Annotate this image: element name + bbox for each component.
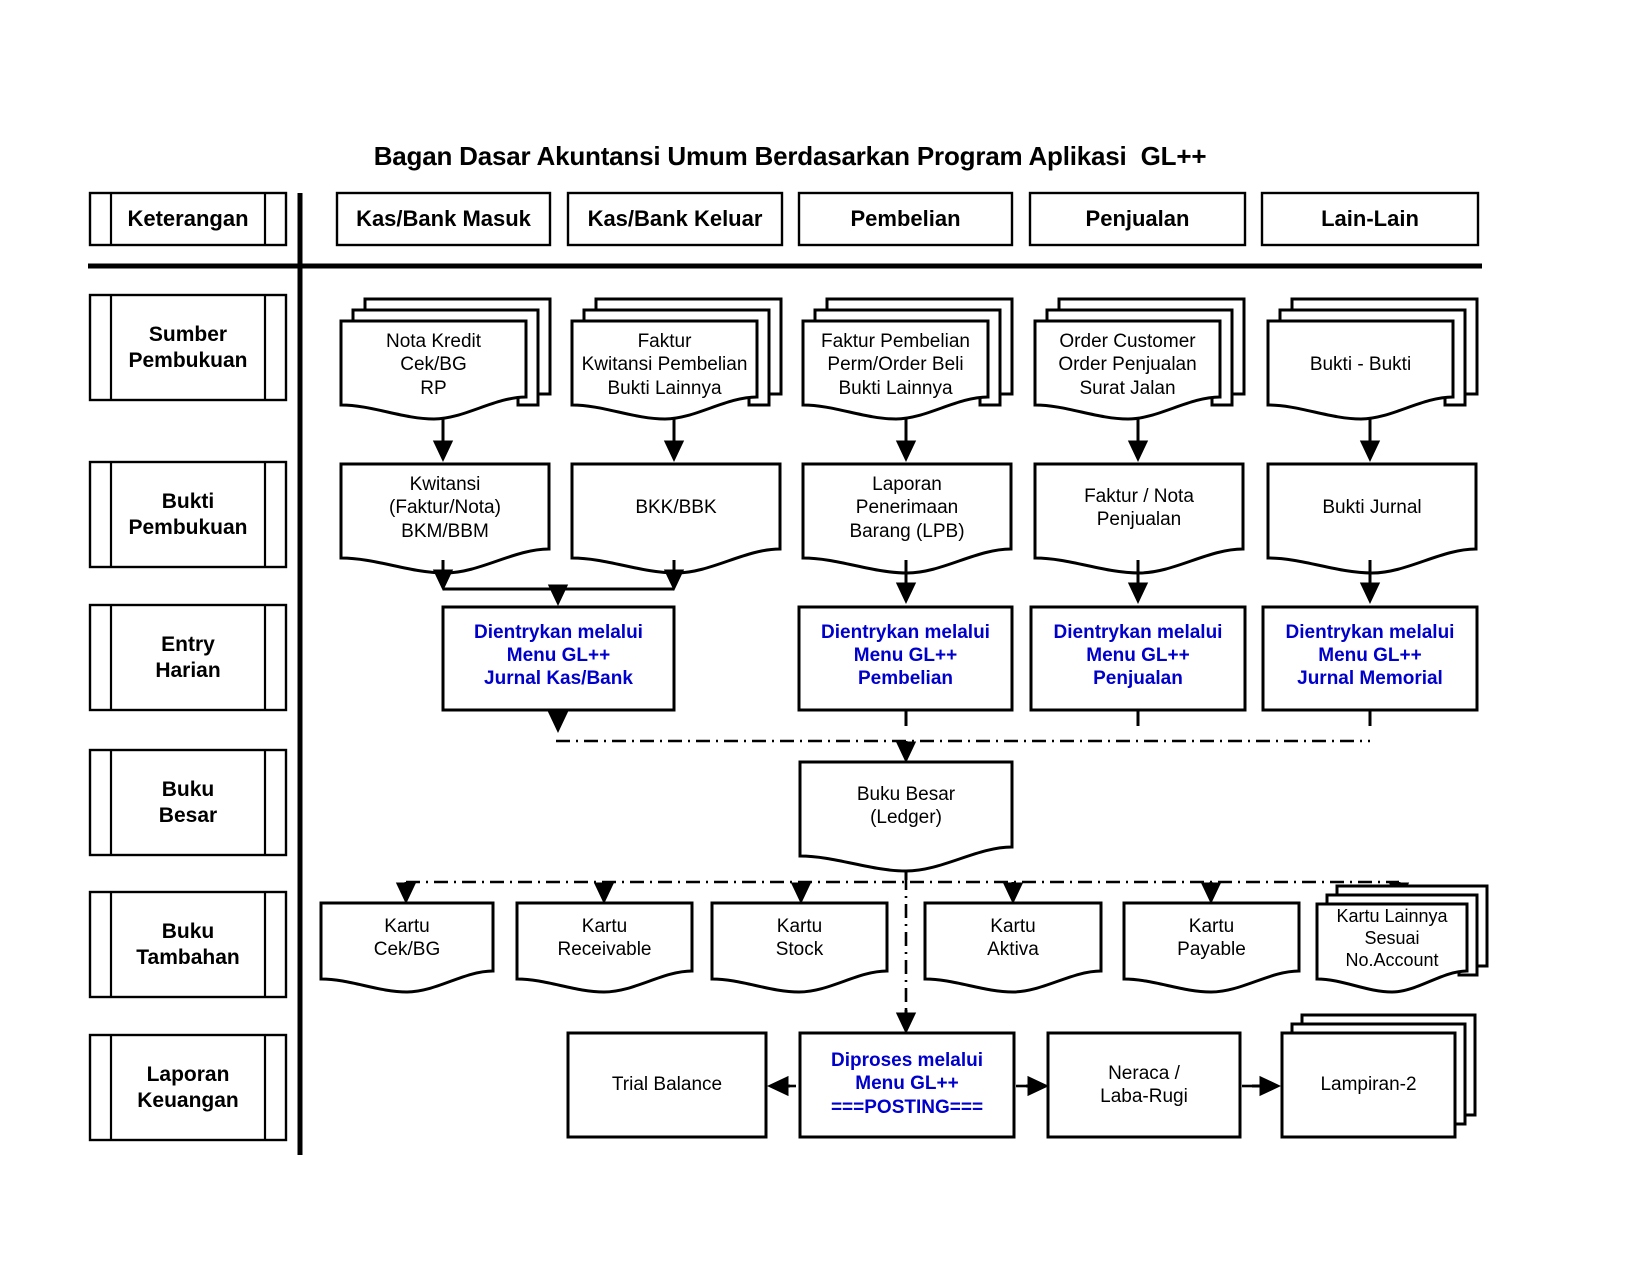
node-label-trial-balance: Trial Balance	[611, 1074, 723, 1096]
legend-label-sumber-pembukuan: Sumber Pembukuan	[128, 322, 248, 372]
legend-row-shape-3	[88, 748, 288, 857]
doc-kartu-2	[710, 901, 889, 994]
box-posting	[798, 1031, 1016, 1139]
bus-entry-to-ledger	[547, 710, 1372, 764]
node-label-kartu-payable: Kartu Payable	[1177, 915, 1246, 960]
node-label-lampiran-2: Lampiran-2	[1320, 1074, 1417, 1096]
doc-kartu-3	[923, 901, 1103, 994]
doc-kartu-0	[319, 901, 495, 994]
node-label-kartu-cek-bg: Kartu Cek/BG	[373, 915, 441, 960]
legend-label-entry-harian: Entry Harian	[155, 632, 221, 682]
node-label-sumber-3: Order Customer Order Penjualan Surat Jal…	[1058, 331, 1197, 399]
header-box-4	[1260, 191, 1480, 247]
legend-header-label: Keterangan	[127, 205, 249, 231]
legend-label-bukti-pembukuan: Bukti Pembukuan	[128, 489, 248, 539]
node-label-kartu-aktiva: Kartu Aktiva	[987, 915, 1039, 960]
proc-entry-3	[1261, 605, 1479, 712]
proc-entry-1	[797, 605, 1014, 712]
node-label-entry-jurnal-kas-bank: Dientrykan melalui Menu GL++ Jurnal Kas/…	[474, 621, 643, 690]
header-label-kas-bank-keluar: Kas/Bank Keluar	[587, 205, 763, 231]
doc-stack-sumber-4	[1266, 297, 1479, 421]
doc-stack-sumber-3	[1033, 297, 1246, 421]
legend-label-buku-besar: Buku Besar	[158, 777, 218, 827]
doc-stack-lampiran	[1280, 1013, 1477, 1139]
node-label-sumber-1: Faktur Kwitansi Pembelian Bukti Lainnya	[581, 331, 748, 399]
doc-stack-sumber-2	[801, 297, 1014, 421]
node-label-sumber-0: Nota Kredit Cek/BG RP	[385, 331, 482, 399]
legend-row-shape-0	[88, 293, 288, 402]
header-box-2	[797, 191, 1014, 247]
doc-stack-sumber-0	[339, 297, 552, 421]
header-label-lain-lain: Lain-Lain	[1321, 205, 1419, 231]
node-label-buku-besar: Buku Besar (Ledger)	[856, 783, 956, 828]
node-label-entry-penjualan: Dientrykan melalui Menu GL++ Penjualan	[1053, 621, 1223, 690]
legend-row-shape-1	[88, 460, 288, 569]
doc-stack-sumber-1	[570, 297, 783, 421]
header-label-pembelian: Pembelian	[850, 205, 961, 231]
header-box-0	[335, 191, 552, 247]
proc-entry-2	[1029, 605, 1247, 712]
node-label-bukti-3: Faktur / Nota Penjualan	[1084, 485, 1194, 530]
node-label-bukti-2: Laporan Penerimaan Barang (LPB)	[849, 474, 965, 542]
legend-label-laporan-keuangan: Laporan Keuangan	[137, 1062, 239, 1112]
node-label-bukti-0: Kwitansi (Faktur/Nota) BKM/BBM	[389, 474, 501, 542]
box-trial-balance	[566, 1031, 768, 1139]
node-label-kartu-stock: Kartu Stock	[775, 915, 824, 960]
doc-kartu-1	[515, 901, 694, 994]
node-label-bukti-4: Bukti Jurnal	[1322, 497, 1422, 519]
bus-ledger-to-kartu	[395, 871, 1410, 905]
node-label-entry-jurnal-memorial: Dientrykan melalui Menu GL++ Jurnal Memo…	[1285, 621, 1455, 690]
legend-row-shape-2	[88, 603, 288, 712]
doc-kartu-4	[1122, 901, 1301, 994]
page-title: Bagan Dasar Akuntansi Umum Berdasarkan P…	[373, 141, 1207, 172]
header-label-penjualan: Penjualan	[1085, 205, 1190, 231]
node-label-posting: Diproses melalui Menu GL++ ===POSTING===	[830, 1050, 984, 1118]
doc-stack-kartu-5	[1315, 884, 1489, 994]
doc-buku-besar	[798, 760, 1014, 873]
legend-row-shape-4	[88, 890, 288, 999]
node-label-entry-pembelian: Dientrykan melalui Menu GL++ Pembelian	[821, 621, 990, 690]
node-label-kartu-lainnya: Kartu Lainnya Sesuai No.Account	[1336, 906, 1448, 970]
merge-kasbank	[432, 560, 685, 607]
node-label-neraca-laba-rugi: Neraca / Laba-Rugi	[1100, 1062, 1188, 1107]
node-label-bukti-1: BKK/BBK	[635, 497, 717, 519]
proc-entry-0	[441, 605, 676, 712]
header-box-1	[566, 191, 784, 247]
header-label-kas-bank-masuk: Kas/Bank Masuk	[356, 205, 531, 231]
node-label-sumber-4: Bukti - Bukti	[1309, 354, 1412, 376]
doc-bukti-4	[1266, 462, 1478, 575]
legend-header-shape	[88, 191, 288, 247]
node-label-kartu-receivable: Kartu Receivable	[557, 915, 652, 960]
legend-label-buku-tambahan: Buku Tambahan	[136, 919, 240, 969]
node-label-sumber-2: Faktur Pembelian Perm/Order Beli Bukti L…	[821, 331, 970, 399]
legend-row-shape-5	[88, 1033, 288, 1142]
header-box-3	[1028, 191, 1247, 247]
box-neraca	[1046, 1031, 1242, 1139]
